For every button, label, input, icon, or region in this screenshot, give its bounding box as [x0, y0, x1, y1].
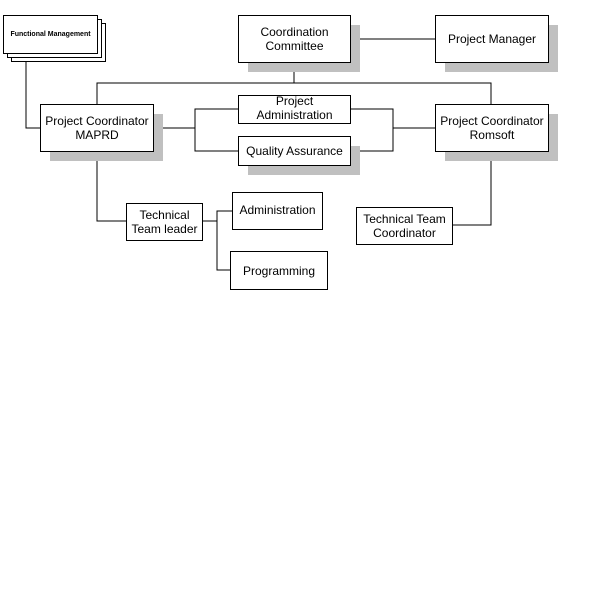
node-technical-team-coordinator[interactable]: Technical Team Coordinator	[356, 207, 453, 245]
node-functional-management[interactable]: Functional Management	[3, 15, 98, 54]
node-pc-maprd[interactable]: Project Coordinator MAPRD	[40, 104, 154, 152]
line-top-bus	[96, 82, 492, 104]
node-project-manager[interactable]: Project Manager	[435, 15, 549, 63]
node-coordination-committee[interactable]: Coordination Committee	[238, 15, 351, 63]
node-administration[interactable]: Administration	[232, 192, 323, 230]
node-technical-team-leader[interactable]: Technical Team leader	[126, 203, 203, 241]
line-ttl-bracket	[216, 210, 232, 271]
node-project-administration[interactable]: Project Administration	[238, 95, 351, 124]
node-quality-assurance[interactable]: Quality Assurance	[238, 136, 351, 166]
line-romsoft-to-ttc	[452, 151, 492, 226]
line-functional-to-maprd	[25, 61, 40, 129]
line-maprd-to-ttl	[96, 151, 126, 222]
line-maprd-bracket	[194, 108, 238, 152]
node-programming[interactable]: Programming	[230, 251, 328, 290]
line-romsoft-bracket	[350, 108, 394, 152]
node-pc-romsoft[interactable]: Project Coordinator Romsoft	[435, 104, 549, 152]
